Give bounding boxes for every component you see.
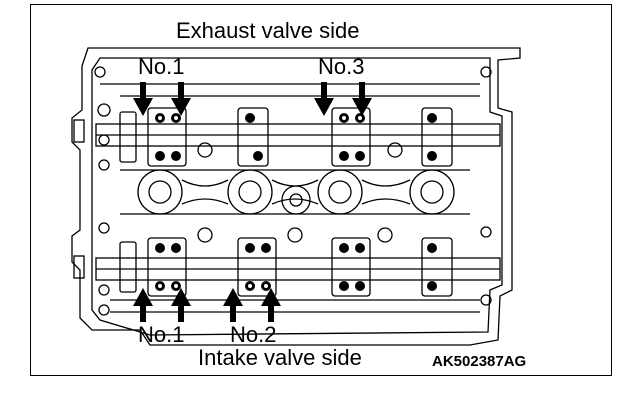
intake-callout-no2: No.2: [230, 322, 277, 347]
intake-callout-no1: No.1: [138, 322, 185, 347]
spark-plug-bosses: [137, 169, 455, 215]
exhaust-callout-no1: No.1: [138, 54, 185, 79]
intake-side-label: Intake valve side: [198, 345, 362, 370]
arrow-exhaust-no3-b: [352, 82, 372, 116]
arrow-intake-no1-b: [171, 288, 191, 322]
intake-arrows: [133, 288, 281, 322]
exhaust-side-label: Exhaust valve side: [176, 18, 360, 43]
exhaust-arrows: [133, 82, 372, 116]
arrow-intake-no1-a: [133, 288, 153, 322]
arrow-intake-no2-b: [261, 288, 281, 322]
exhaust-bearing-caps: [119, 107, 453, 167]
arrow-exhaust-no3-a: [314, 82, 334, 116]
figure-frame: [30, 4, 612, 376]
exhaust-callout-no3: No.3: [318, 54, 365, 79]
bearing-cap-bolts: [155, 113, 437, 291]
intake-bearing-caps: [119, 237, 453, 297]
cylinder-head-outline: [71, 47, 521, 346]
arrow-exhaust-no1-b: [171, 82, 191, 116]
arrow-exhaust-no1-a: [133, 82, 153, 116]
bolt-centers: [158, 116, 362, 288]
cylinder-head-inner-rim: [91, 57, 503, 336]
arrow-intake-no2-a: [223, 288, 243, 322]
figure-code: AK502387AG: [432, 353, 527, 370]
